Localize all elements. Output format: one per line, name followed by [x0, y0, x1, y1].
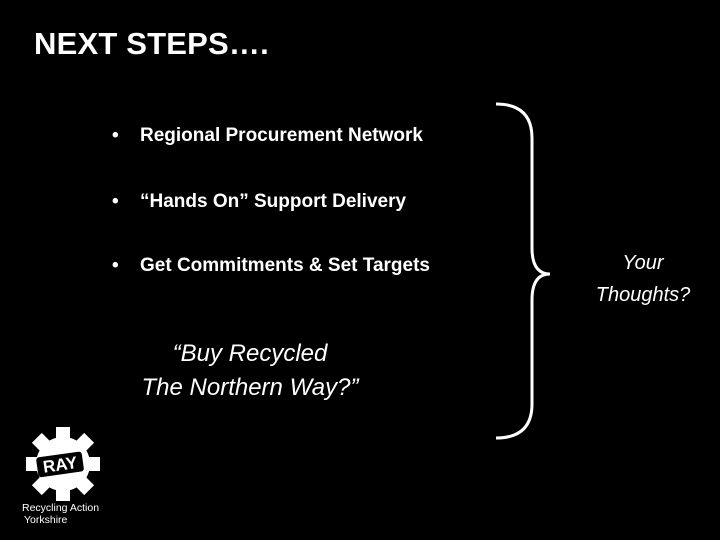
cog-badge-icon: RAY	[26, 427, 100, 501]
aside-line: Your	[622, 252, 664, 274]
logo-caption: Recycling Action Yorkshire	[22, 502, 99, 526]
logo-caption-line: Recycling Action	[22, 502, 100, 514]
bullet-marker: •	[112, 255, 119, 276]
your-thoughts: Your Thoughts?	[568, 247, 718, 311]
bullet-text: Get Commitments & Set Targets	[140, 255, 430, 276]
tagline: “Buy Recycled The Northern Way?”	[100, 337, 400, 405]
tagline-line: The Northern Way?”	[141, 374, 359, 401]
bullet-item: • “Hands On” Support Delivery	[112, 191, 406, 213]
bullet-marker: •	[112, 191, 119, 212]
bullet-item: • Get Commitments & Set Targets	[112, 255, 430, 277]
logo-mark-text: RAY	[42, 453, 79, 477]
aside-line: Thoughts?	[595, 284, 691, 306]
curly-brace-icon	[495, 102, 551, 440]
bullet-text: Regional Procurement Network	[140, 125, 423, 146]
bullet-item: • Regional Procurement Network	[112, 125, 423, 147]
logo-caption-line: Yorkshire	[24, 514, 68, 526]
tagline-line: “Buy Recycled	[172, 340, 328, 367]
bullet-text: “Hands On” Support Delivery	[140, 191, 407, 212]
bullet-marker: •	[112, 125, 119, 146]
slide-title: NEXT STEPS….	[34, 26, 269, 61]
